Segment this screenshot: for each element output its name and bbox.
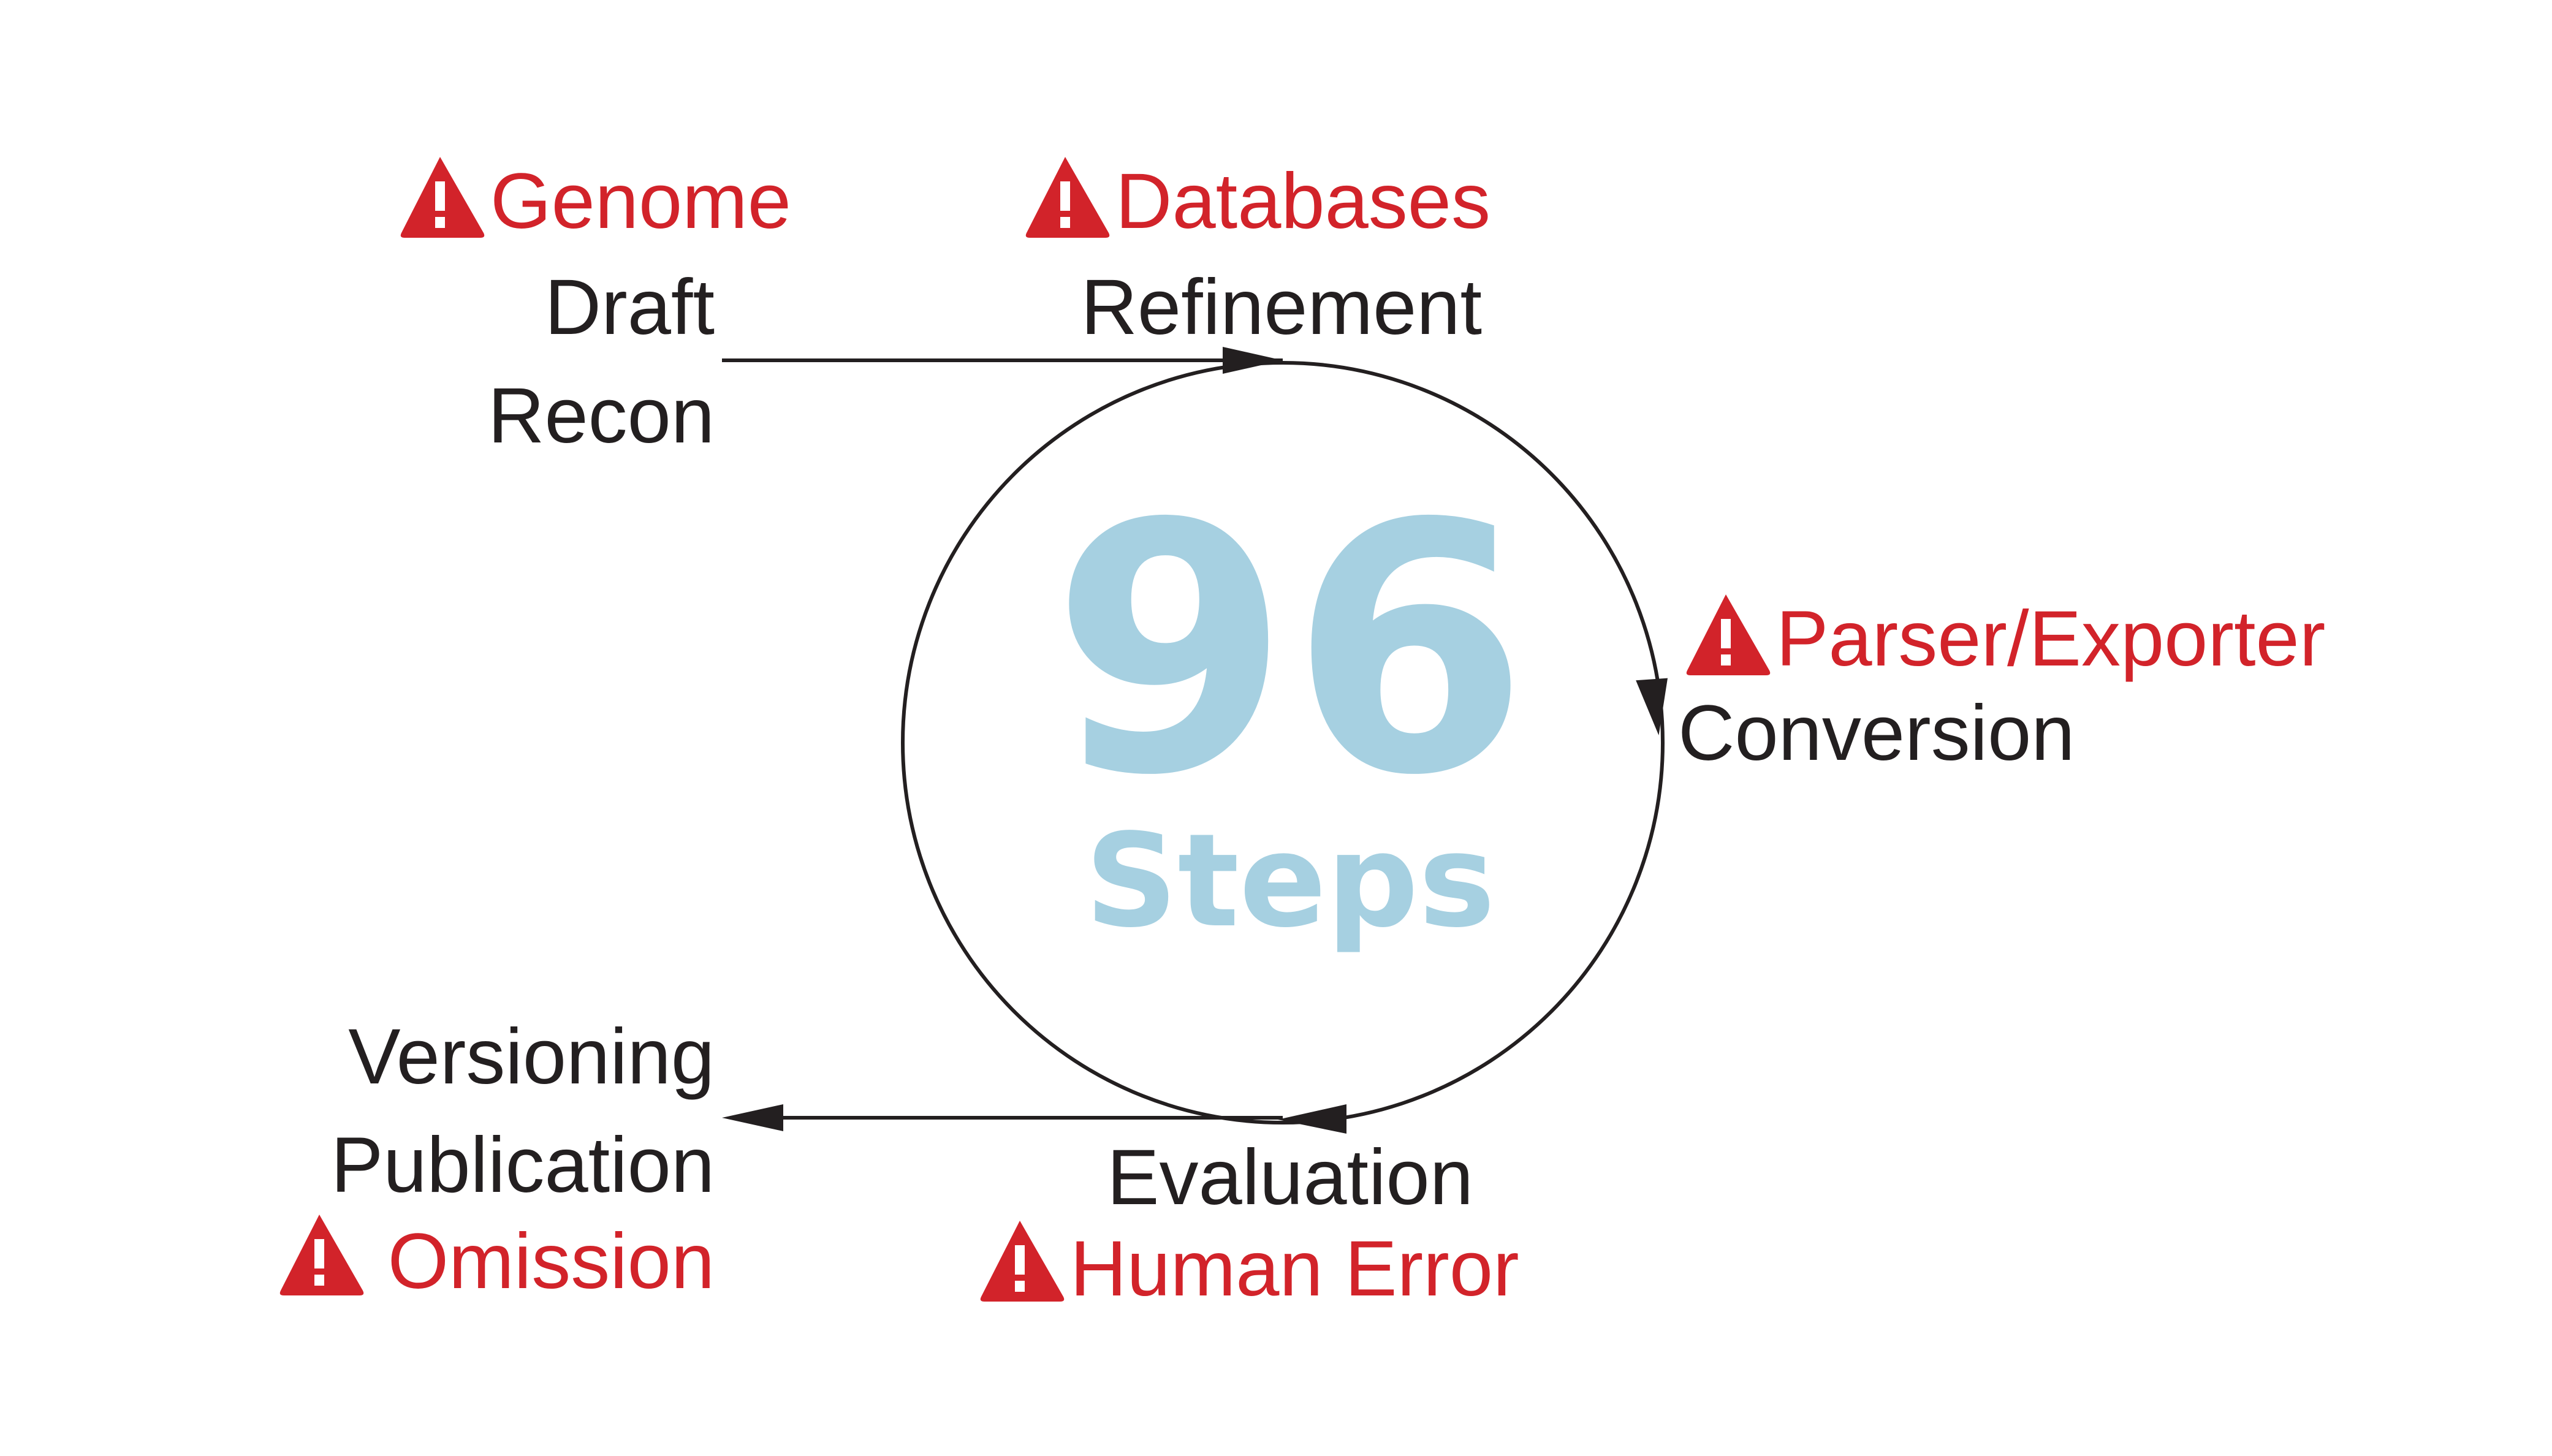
conversion-label: Conversion xyxy=(1678,689,2075,777)
draft-recon-warning: Genome xyxy=(490,157,791,245)
input-arrow-head xyxy=(1223,347,1283,374)
refinement-warning: Databases xyxy=(1115,157,1491,245)
center-step-count: 96 xyxy=(1051,451,1529,851)
conversion-warning: Parser/Exporter xyxy=(1776,595,2325,683)
evaluation-warning: Human Error xyxy=(1070,1225,1519,1313)
publication-label: Publication xyxy=(331,1121,715,1209)
cycle-arrow-head-right xyxy=(1636,678,1668,735)
versioning-label: Versioning xyxy=(348,1013,715,1101)
stage-conversion: Parser/Exporter Conversion xyxy=(1678,594,2325,777)
output-arrow-head xyxy=(722,1104,783,1131)
publication-warning: Omission xyxy=(388,1218,715,1305)
stage-evaluation: Evaluation Human Error xyxy=(980,1134,1519,1313)
center-step-label: Steps xyxy=(1085,806,1495,956)
refinement-label: Refinement xyxy=(1080,264,1482,351)
stage-versioning-publication: Versioning Publication Omission xyxy=(279,1013,715,1305)
draft-recon-line2: Recon xyxy=(488,372,715,460)
draft-recon-line1: Draft xyxy=(545,264,715,351)
evaluation-label: Evaluation xyxy=(1107,1134,1473,1221)
cycle-circle xyxy=(901,361,1665,1124)
stage-refinement: Databases Refinement xyxy=(1025,157,1491,351)
cycle-arrow-head-bottom xyxy=(1278,1104,1346,1134)
stage-draft-recon: Genome Draft Recon xyxy=(400,157,791,460)
